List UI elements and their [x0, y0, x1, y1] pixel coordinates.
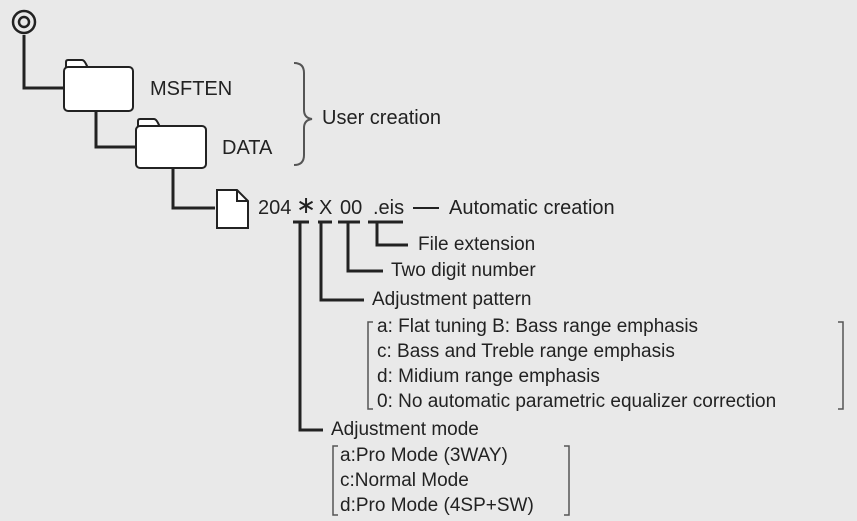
filename-prefix: 204: [258, 197, 292, 219]
pattern-option-a: a: Flat tuning B: Bass range emphasis: [377, 316, 699, 337]
mode-option-d: d:Pro Mode (4SP+SW): [340, 495, 534, 516]
pattern-option-c: c: Bass and Treble range emphasis: [377, 341, 675, 362]
folder-label-data: DATA: [222, 137, 273, 159]
field-connectors: [298, 222, 408, 432]
two-digit-number-label: Two digit number: [391, 260, 536, 281]
adjustment-pattern-label: Adjustment pattern: [372, 289, 532, 310]
folder-label-msften: MSFTEN: [150, 78, 233, 100]
mode-option-c: c:Normal Mode: [340, 470, 469, 491]
root-drive-icon: [11, 9, 37, 35]
pattern-option-0: 0: No automatic parametric equalizer cor…: [377, 391, 777, 412]
filename-wildcard: ∗: [296, 192, 317, 219]
automatic-creation-label: Automatic creation: [449, 197, 615, 219]
adjustment-mode-label: Adjustment mode: [331, 419, 479, 440]
tree-connectors: [22, 35, 215, 210]
filename-extension: .eis: [373, 197, 405, 219]
mode-option-a: a:Pro Mode (3WAY): [340, 445, 508, 466]
folder-icon-msften: [63, 59, 134, 112]
pattern-option-d: d: Midium range emphasis: [377, 366, 600, 387]
file-icon: [216, 189, 249, 229]
user-creation-brace: [293, 62, 313, 166]
user-creation-label: User creation: [322, 107, 441, 129]
filename-x: X: [319, 197, 333, 219]
folder-icon-data: [135, 118, 207, 169]
file-extension-label: File extension: [418, 234, 536, 255]
option-brackets: [332, 321, 844, 516]
filename-number: 00: [340, 197, 363, 219]
